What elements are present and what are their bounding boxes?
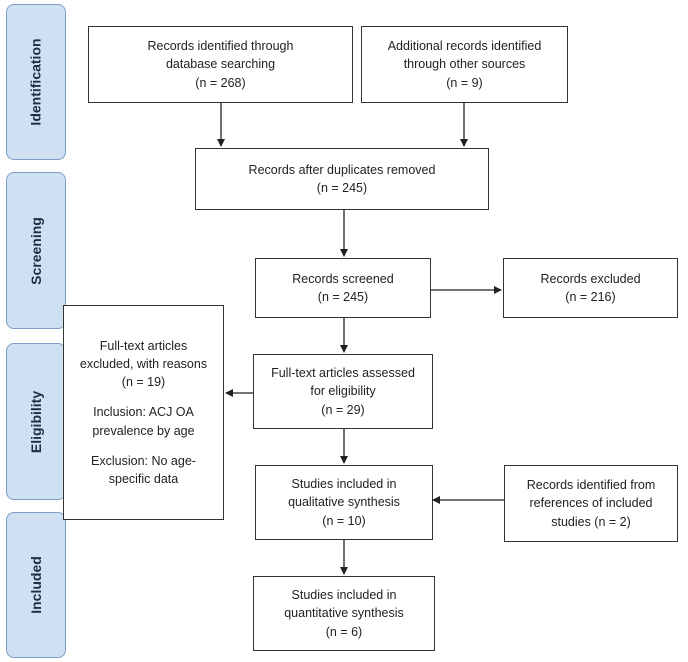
quantitative-line1: Studies included in xyxy=(291,588,397,603)
inclusion-line2: prevalence by age xyxy=(92,423,195,438)
box-database-searching: Records identified through database sear… xyxy=(88,26,353,103)
exclusion-line1: Exclusion: No age- xyxy=(91,453,196,468)
fulltext-assessed-count: (n = 29) xyxy=(321,402,365,417)
qualitative-line2: qualitative synthesis xyxy=(288,495,400,510)
other-sources-count: (n = 9) xyxy=(446,75,483,90)
fulltext-excluded-count: (n = 19) xyxy=(121,375,166,390)
box-qualitative-synthesis: Studies included in qualitative synthesi… xyxy=(255,465,433,540)
db-search-line1: Records identified through xyxy=(147,39,294,54)
fulltext-excluded-line1: Full-text articles xyxy=(99,339,188,354)
quantitative-line2: quantitative synthesis xyxy=(284,606,404,621)
box-fulltext-assessed: Full-text articles assessed for eligibil… xyxy=(253,354,433,429)
qualitative-line1: Studies included in xyxy=(291,477,397,492)
box-quantitative-synthesis: Studies included in quantitative synthes… xyxy=(253,576,435,651)
after-duplicates-count: (n = 245) xyxy=(316,181,368,195)
excluded-line1: Records excluded xyxy=(540,271,641,286)
exclusion-line2: specific data xyxy=(108,471,179,486)
references-line1: Records identified from xyxy=(526,478,656,493)
fulltext-assessed-line1: Full-text articles assessed xyxy=(271,366,415,381)
stage-screening: Screening xyxy=(6,172,66,329)
references-line3: studies (n = 2) xyxy=(551,514,631,529)
references-line2: references of included xyxy=(529,496,653,511)
after-duplicates-line1: Records after duplicates removed xyxy=(248,162,436,177)
box-records-excluded: Records excluded (n = 216) xyxy=(503,258,678,318)
inclusion-line1: Inclusion: ACJ OA xyxy=(93,405,194,420)
excluded-count: (n = 216) xyxy=(565,290,616,304)
screened-line1: Records screened xyxy=(292,271,394,286)
db-search-line2: database searching xyxy=(165,57,276,72)
box-records-screened: Records screened (n = 245) xyxy=(255,258,431,318)
fulltext-excluded-line2: excluded, with reasons xyxy=(79,357,208,372)
box-after-duplicates: Records after duplicates removed (n = 24… xyxy=(195,148,489,210)
box-other-sources: Additional records identified through ot… xyxy=(361,26,568,103)
stage-included: Included xyxy=(6,512,66,658)
box-fulltext-excluded: Full-text articles excluded, with reason… xyxy=(63,305,224,520)
qualitative-count: (n = 10) xyxy=(322,513,366,528)
box-references: Records identified from references of in… xyxy=(504,465,678,542)
other-sources-line2: through other sources xyxy=(403,57,526,72)
stage-identification: Identification xyxy=(6,4,66,160)
other-sources-line1: Additional records identified xyxy=(387,39,542,54)
fulltext-assessed-line2: for eligibility xyxy=(310,384,376,399)
db-search-count: (n = 268) xyxy=(195,75,246,90)
screened-count: (n = 245) xyxy=(317,290,369,304)
stage-eligibility: Eligibility xyxy=(6,343,66,500)
quantitative-count: (n = 6) xyxy=(325,624,363,639)
